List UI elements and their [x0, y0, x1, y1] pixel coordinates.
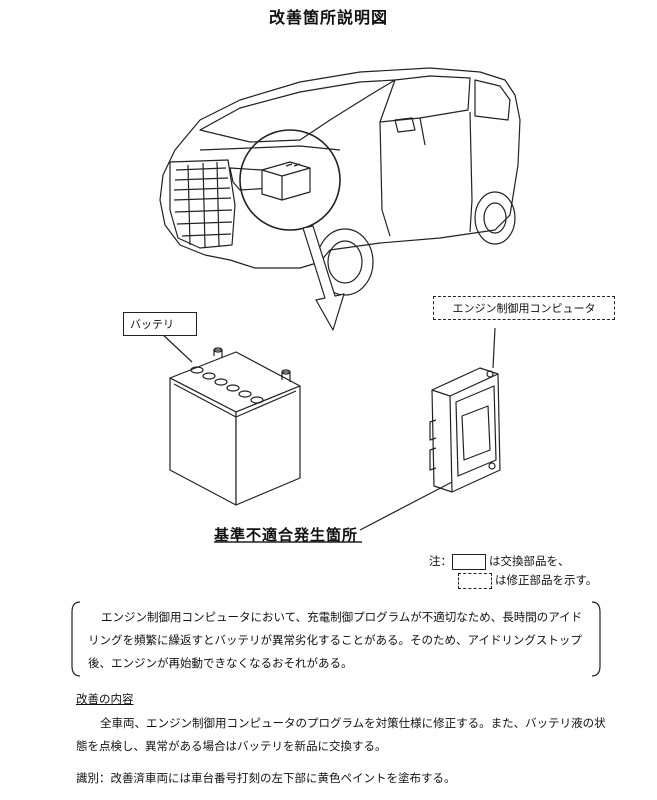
defect-location-label: 基準不適合発生箇所 — [214, 526, 359, 544]
legend-repair-text: は修正部品を示す。 — [495, 573, 598, 587]
ecu-thumbnail-icon — [261, 161, 311, 201]
solid-box-icon — [452, 553, 486, 570]
battery-label: バッテリ — [123, 312, 197, 336]
legend-prefix: 注： — [429, 554, 452, 568]
callout-circle — [239, 129, 341, 231]
improvement-body: 全車両、エンジン制御用コンピュータのプログラムを対策仕様に修正する。また、バッテ… — [76, 716, 606, 753]
improvement-heading: 改善の内容 — [76, 692, 134, 706]
identification-note: 識別：改善済車両には車台番号打刻の左下部に黄色ペイントを塗布する。 — [76, 771, 456, 785]
legend-repair: は修正部品を示す。 — [458, 572, 597, 589]
ecu-illustration — [429, 327, 501, 493]
legend-replace: 注： は交換部品を、 — [429, 553, 570, 570]
page-title: 改善箇所説明図 — [268, 8, 388, 27]
battery-illustration — [159, 331, 301, 506]
defect-description: エンジン制御用コンピュータにおいて、充電制御プログラムが不適切なため、長時間のア… — [88, 610, 583, 670]
van-illustration — [159, 67, 521, 296]
arrow-icon — [302, 225, 345, 331]
ecu-label: エンジン制御用コンピュータ — [433, 296, 615, 320]
defect-pointer-line — [359, 481, 453, 531]
dashed-box-icon — [458, 572, 492, 589]
improvement-diagram — [159, 67, 521, 543]
legend-replace-text: は交換部品を、 — [489, 554, 570, 568]
description-bracket — [71, 601, 601, 677]
